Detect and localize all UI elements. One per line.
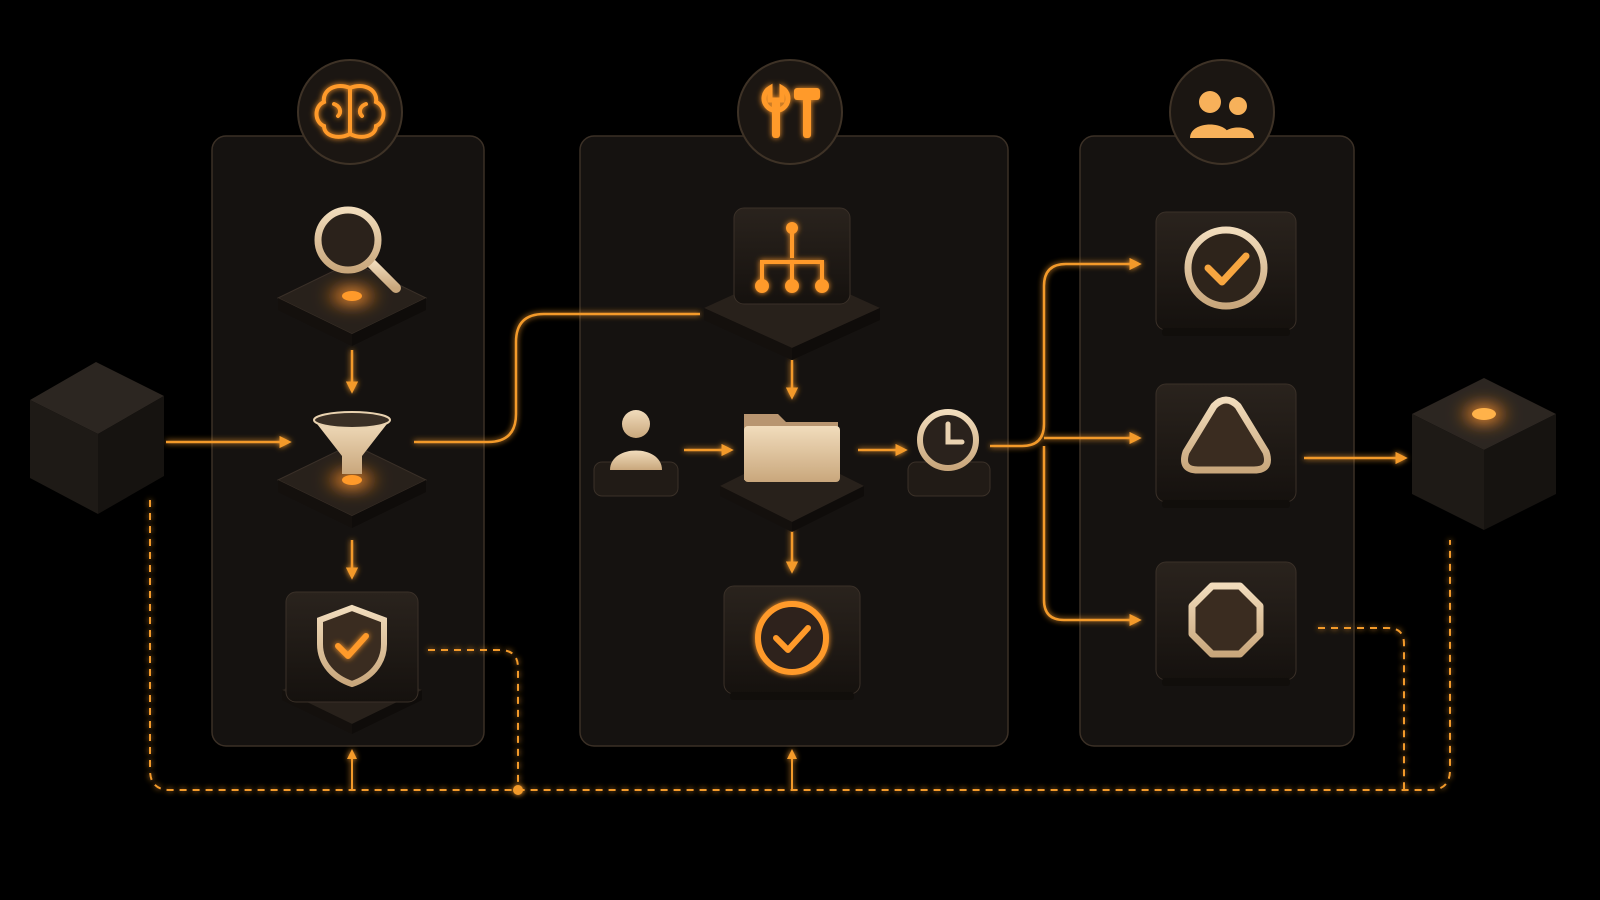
users-icon	[1190, 91, 1254, 138]
stage-badge-tools	[737, 59, 843, 165]
flow-connectors	[166, 257, 1408, 627]
tools-icon	[761, 83, 820, 138]
folder-icon	[744, 414, 840, 482]
step-funnel	[276, 411, 428, 528]
stage-badge-analyze	[297, 59, 403, 165]
step-hierarchy	[704, 207, 880, 360]
search-icon	[314, 206, 401, 293]
step-shield	[282, 591, 422, 734]
step-search	[276, 206, 428, 346]
brain-icon	[314, 83, 386, 139]
step-check-tools	[723, 585, 861, 700]
step-approve	[1155, 211, 1297, 336]
check-circle-icon	[1184, 226, 1268, 310]
step-user	[593, 410, 679, 497]
check-circle-icon	[755, 601, 829, 675]
hierarchy-icon	[755, 222, 829, 293]
connector-junction-dot	[513, 785, 523, 795]
input-cube-icon	[30, 362, 164, 514]
octagon-icon	[1188, 582, 1264, 658]
rounded-triangle-icon	[1181, 396, 1271, 474]
output-cube-icon	[1412, 378, 1556, 530]
clock-icon	[917, 409, 979, 471]
step-warning	[1155, 383, 1297, 508]
step-folder	[720, 414, 864, 532]
step-stop	[1155, 561, 1297, 686]
step-clock	[907, 409, 991, 497]
shield-check-icon	[317, 604, 387, 688]
user-icon	[610, 410, 662, 470]
funnel-icon	[313, 411, 391, 474]
stage-badge-people	[1169, 59, 1275, 165]
feedback-connectors	[149, 500, 1451, 791]
